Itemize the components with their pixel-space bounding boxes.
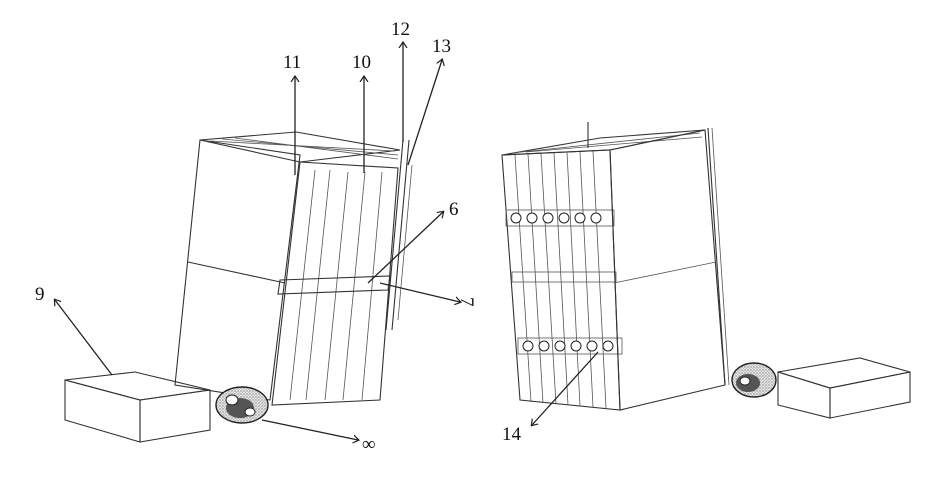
label-6: 6	[449, 199, 459, 220]
right-knobs-upper	[506, 210, 614, 226]
right-stippled-face	[610, 130, 725, 410]
right-middle-band	[512, 272, 616, 282]
leader-7	[380, 283, 460, 302]
left-cabinet-side	[175, 140, 300, 400]
leader-13	[408, 60, 442, 165]
label-11: 11	[283, 52, 301, 73]
label-13: 13	[432, 36, 451, 57]
label-9: 9	[35, 284, 45, 305]
leader-9	[55, 300, 112, 375]
label-10: 10	[352, 52, 371, 73]
left-assembly	[65, 132, 412, 442]
right-box	[778, 358, 910, 418]
right-slats	[515, 151, 606, 408]
right-side-rod	[708, 128, 725, 385]
label-12: 12	[391, 19, 410, 40]
left-cabinet-divider	[188, 262, 285, 283]
left-blower	[216, 387, 268, 423]
reference-numerals: 9 11 10 12 13 6 7 ∞ 14	[35, 19, 522, 455]
leader-6	[368, 212, 443, 283]
left-front-panel	[272, 162, 398, 405]
right-knobs-lower	[518, 338, 622, 354]
label-8: ∞	[362, 434, 376, 455]
label-14: 14	[502, 424, 522, 445]
leader-lines	[55, 43, 598, 440]
left-box	[65, 372, 210, 442]
right-blower	[732, 363, 776, 397]
right-assembly	[502, 122, 910, 418]
left-panel-slots	[290, 170, 382, 400]
label-7: 7	[456, 297, 477, 307]
leader-8	[262, 420, 358, 440]
